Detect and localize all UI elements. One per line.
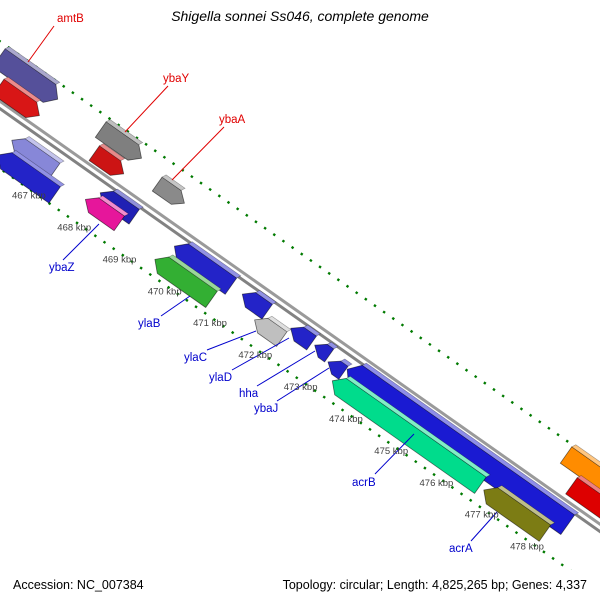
gene-label-ylaD: ylaD <box>209 372 232 384</box>
gene-label-amtB: amtB <box>57 13 84 25</box>
gene-unnamed-arrow <box>0 152 61 204</box>
gene-ylaB-top-face <box>168 254 222 292</box>
tick-label-475: 475 kbp <box>374 446 408 457</box>
gene-unnamed-top-face <box>98 143 126 162</box>
tick-label-471: 471 kbp <box>193 318 227 329</box>
tick-label-472: 472 kbp <box>238 350 272 361</box>
tick-label-474: 474 kbp <box>329 414 363 425</box>
label-leader-ylaB <box>160 295 191 317</box>
label-leader-hha <box>256 350 316 387</box>
gene-unnamed-arrow <box>241 292 273 320</box>
backbone-outer-line <box>0 99 600 527</box>
label-leader-acrA <box>470 511 498 542</box>
tick-label-478: 478 kbp <box>510 542 544 553</box>
genome-stats-text: Topology: circular; Length: 4,825,265 bp… <box>282 578 587 592</box>
gene-amtB-arrow <box>0 48 59 103</box>
gene-hha-top-face <box>326 341 339 350</box>
gene-ybaA-top-face <box>161 174 186 191</box>
gene-label-ybaY: ybaY <box>163 73 190 85</box>
gene-ybaA-arrow <box>151 176 185 205</box>
gene-amtB-top-face <box>4 46 61 85</box>
gene-label-ybaA: ybaA <box>219 114 246 126</box>
gene-ybaJ-arrow <box>327 360 349 380</box>
gene-ylaD-arrow <box>290 326 317 351</box>
gene-label-ybaZ: ybaZ <box>49 262 75 274</box>
tick-label-477: 477 kbp <box>465 510 499 521</box>
gene-ybaY-top-face <box>105 119 144 146</box>
gene-label-ylaC: ylaC <box>184 352 207 364</box>
gene-unnamed-top-face <box>11 150 65 188</box>
label-leader-ybaA <box>171 126 225 181</box>
footer-bar: Accession: NC_007384 Topology: circular;… <box>0 570 600 600</box>
label-leader-ylaD <box>231 337 290 371</box>
tick-label-470: 470 kbp <box>148 286 182 297</box>
gene-unnamed-top-face <box>24 136 65 164</box>
tick-label-467: 467 kbp <box>12 191 46 202</box>
label-leader-amtB <box>27 25 55 63</box>
gene-unnamed-top-face <box>187 241 242 279</box>
gene-ylaD-top-face <box>303 324 321 337</box>
label-leader-ybaZ <box>62 223 100 261</box>
gene-label-acrA: acrA <box>449 543 473 555</box>
gene-unnamed-top-face <box>255 290 277 305</box>
chart-title: Shigella sonnei Ss046, complete genome <box>171 8 429 24</box>
gene-unnamed-top-face <box>576 475 600 494</box>
gene-label-hha: hha <box>239 388 259 400</box>
label-leader-ylaC <box>206 330 257 351</box>
gene-label-ybaJ: ybaJ <box>254 403 278 415</box>
gene-acrB-top-face <box>361 362 580 516</box>
label-leader-acrB <box>374 433 415 475</box>
gene-ybaY-arrow <box>94 121 142 161</box>
gene-label-ylaB: ylaB <box>138 318 161 330</box>
gene-unnamed-top-face <box>345 375 491 478</box>
gene-unnamed-top-face <box>571 444 600 468</box>
tick-label-468: 468 kbp <box>57 222 91 233</box>
gene-ylaB-arrow <box>154 256 218 308</box>
label-leader-ybaJ <box>276 367 330 402</box>
gene-unnamed-top-face <box>113 188 144 210</box>
gene-ybaZ-top-face <box>98 195 130 217</box>
gene-acrA-top-face <box>497 485 556 526</box>
gene-unnamed-top-face <box>3 76 42 103</box>
label-leader-ybaY <box>124 85 169 133</box>
gene-unnamed-arrow <box>559 446 600 492</box>
accession-text: Accession: NC_007384 <box>13 578 144 592</box>
tick-label-469: 469 kbp <box>103 254 137 265</box>
tick-label-476: 476 kbp <box>420 478 454 489</box>
gene-acrB-arrow <box>346 364 576 535</box>
gene-label-acrB: acrB <box>352 477 376 489</box>
gene-ybaZ-arrow <box>85 197 125 232</box>
gene-ybaJ-top-face <box>340 358 353 367</box>
tick-label-473: 473 kbp <box>284 382 318 393</box>
gene-unnamed-arrow <box>565 477 600 519</box>
